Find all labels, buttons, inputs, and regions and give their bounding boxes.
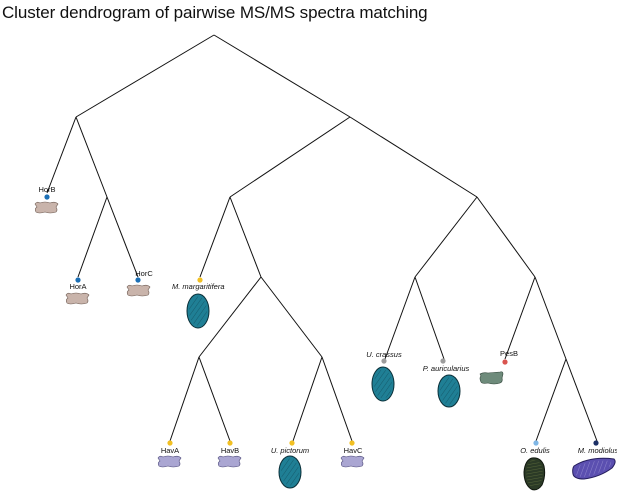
marker-dot (440, 358, 446, 364)
leaf-label: HavA (161, 446, 179, 455)
edge (77, 196, 108, 278)
edge (565, 358, 598, 442)
leaf-horc: HorC (126, 269, 153, 297)
leaf-havc: HavC (340, 440, 365, 468)
leaf-label: U. pictorum (271, 446, 309, 455)
edge (349, 116, 478, 198)
lavender-plate-icon (217, 455, 242, 468)
marker-dot (167, 440, 173, 446)
edge (213, 34, 351, 118)
marker-dot (349, 440, 355, 446)
horse-mussel-shell-icon (572, 457, 616, 480)
marker-dot (44, 194, 50, 200)
leaf-label: HorC (135, 269, 153, 278)
edge (476, 196, 536, 278)
edge (504, 276, 536, 360)
dendrogram-edges (46, 34, 598, 442)
leaf-label: HavC (344, 446, 363, 455)
mussel-shell-icon (437, 374, 461, 408)
edge (229, 196, 262, 278)
edge (414, 196, 478, 278)
edge (199, 196, 231, 278)
leaf-havb: HavB (217, 440, 242, 468)
leaf-ucras: U. crassus (366, 350, 402, 402)
diagram-title: Cluster dendrogram of pairwise MS/MS spe… (2, 3, 428, 22)
leaf-pauric: P. auricularius (423, 358, 470, 408)
leaf-label: HorB (38, 185, 55, 194)
leaf-label: M. modiolus (578, 446, 617, 455)
leaf-label: PesB (500, 349, 518, 358)
edge (75, 34, 215, 118)
marker-dot (533, 440, 539, 446)
marker-dot (289, 440, 295, 446)
edge (198, 276, 262, 358)
leaf-horb: HorB (34, 185, 59, 214)
oyster-shell-icon (523, 457, 546, 491)
green-plate-icon (479, 371, 504, 385)
leaf-label: P. auricularius (423, 364, 470, 373)
marker-dot (593, 440, 599, 446)
mussel-shell-icon (186, 293, 210, 329)
leaf-oedulis: O. edulis (520, 440, 550, 491)
mussel-shell-icon (371, 366, 395, 402)
leaf-upict: U. pictorum (271, 440, 309, 489)
lavender-plate-icon (340, 455, 365, 468)
edge (535, 358, 567, 442)
tan-plate-icon (65, 292, 90, 305)
marker-dot (75, 277, 81, 283)
edge (229, 116, 351, 198)
leaf-mmarg: M. margaritifera (172, 277, 225, 329)
leaf-label: O. edulis (520, 446, 550, 455)
edge (169, 356, 200, 442)
edge (198, 356, 231, 442)
edge (534, 276, 567, 360)
edge (75, 116, 108, 198)
edge (292, 356, 323, 442)
leaf-pesb: PesB (479, 349, 518, 385)
edge (414, 276, 445, 360)
edge (260, 276, 323, 358)
edge (46, 116, 77, 194)
tan-plate-icon (126, 284, 151, 297)
leaf-label: HorA (69, 282, 86, 291)
marker-dot (502, 359, 508, 365)
leaf-hava: HavA (157, 440, 182, 468)
marker-dot (197, 277, 203, 283)
marker-dot (381, 358, 387, 364)
edge (106, 196, 139, 278)
leaf-mmodiolus: M. modiolus (572, 440, 617, 480)
mussel-shell-icon (278, 455, 302, 489)
edge (321, 356, 353, 442)
leaf-label: M. margaritifera (172, 282, 225, 291)
leaf-label: HavB (221, 446, 239, 455)
edge (384, 276, 416, 360)
lavender-plate-icon (157, 455, 182, 468)
leaf-label: U. crassus (366, 350, 402, 359)
tan-plate-icon (34, 201, 59, 214)
leaf-hora: HorA (65, 277, 90, 305)
marker-dot (135, 277, 141, 283)
marker-dot (227, 440, 233, 446)
